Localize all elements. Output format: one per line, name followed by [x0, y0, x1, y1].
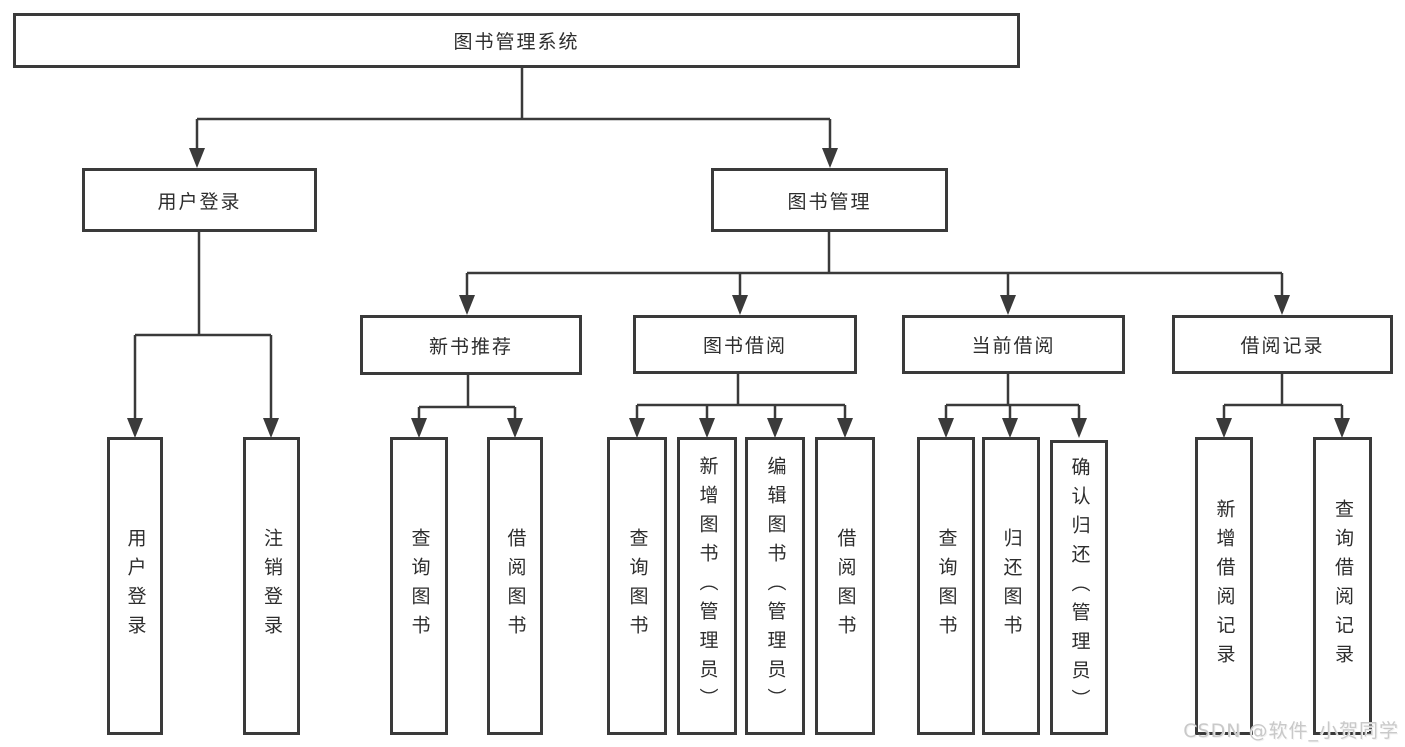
leaf-bb-add-books-admin: 新增图书（管理员）: [677, 437, 737, 735]
node-label: 借阅记录: [1240, 335, 1325, 357]
leaf-label: 确认归还（管理员）: [1068, 457, 1091, 718]
leaf-br-add-record: 新增借阅记录: [1195, 437, 1253, 735]
node-label: 用户登录: [157, 190, 242, 213]
node-new-book-recommendation: 新书推荐: [360, 315, 582, 375]
leaf-label: 归还图书: [1000, 528, 1023, 644]
node-current-borrowing: 当前借阅: [902, 315, 1125, 374]
leaf-bb-borrow-books: 借阅图书: [815, 437, 875, 735]
leaf-label: 查询图书: [626, 528, 649, 644]
leaf-label: 借阅图书: [504, 528, 527, 644]
leaf-label: 编辑图书（管理员）: [764, 455, 787, 717]
node-library-management-system: 图书管理系统: [13, 13, 1020, 68]
node-label: 新书推荐: [428, 335, 513, 358]
leaf-label: 注销登录: [261, 528, 283, 644]
node-label: 图书管理: [787, 190, 872, 213]
leaf-nb-borrow-books: 借阅图书: [487, 437, 543, 735]
node-borrowing-records: 借阅记录: [1172, 315, 1393, 374]
leaf-label: 新增图书（管理员）: [696, 455, 719, 717]
leaf-user-login: 用户登录: [107, 437, 163, 735]
leaf-cb-return-books: 归还图书: [982, 437, 1040, 735]
node-label: 图书管理系统: [453, 31, 580, 53]
node-user-login: 用户登录: [82, 168, 317, 232]
leaf-logout-login: 注销登录: [243, 437, 300, 735]
leaf-bb-query-books: 查询图书: [607, 437, 667, 735]
node-book-borrowing: 图书借阅: [633, 315, 857, 374]
leaf-br-query-record: 查询借阅记录: [1313, 437, 1372, 735]
leaf-bb-edit-books-admin: 编辑图书（管理员）: [745, 437, 805, 735]
leaf-label: 新增借阅记录: [1213, 499, 1236, 673]
leaf-label: 借阅图书: [834, 528, 857, 644]
leaf-label: 用户登录: [124, 528, 147, 644]
leaf-label: 查询图书: [935, 528, 958, 644]
leaf-label: 查询借阅记录: [1332, 499, 1354, 673]
node-label: 当前借阅: [971, 335, 1056, 357]
leaf-cb-query-books: 查询图书: [917, 437, 975, 735]
node-book-management: 图书管理: [711, 168, 948, 232]
leaf-cb-confirm-return-admin: 确认归还（管理员）: [1050, 440, 1108, 735]
node-label: 图书借阅: [702, 335, 787, 357]
watermark: CSDN @软件_小贺同学: [1183, 720, 1399, 742]
leaf-nb-query-books: 查询图书: [390, 437, 448, 735]
leaf-label: 查询图书: [408, 528, 431, 644]
